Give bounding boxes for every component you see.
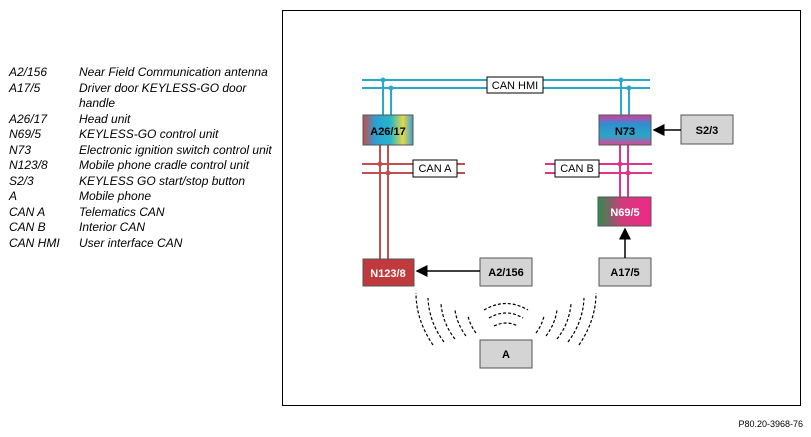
legend-desc: Mobile phone cradle control unit: [79, 158, 250, 172]
n69-5-label: N69/5: [610, 207, 639, 219]
legend-code: S2/3: [9, 173, 34, 188]
legend-code: A17/5: [9, 80, 41, 95]
can-a-label-box: [412, 159, 458, 178]
figure-reference: P80.20-3968-76: [738, 419, 803, 429]
component-a26-17: A26/17: [362, 114, 414, 146]
legend-desc: Telematics CAN: [79, 204, 165, 219]
legend-code: A26/17: [9, 111, 48, 126]
legend-row: CAN B Interior CAN: [9, 220, 274, 236]
legend-code: CAN B: [9, 220, 46, 234]
legend-code: CAN HMI: [9, 235, 60, 250]
a17-5-label: A17/5: [610, 267, 639, 279]
legend-row: A Mobile phone: [9, 189, 274, 205]
legend-desc: User interface CAN: [79, 235, 183, 250]
legend-code: N123/8: [9, 158, 48, 172]
can-hmi-label-box: [486, 76, 544, 94]
n73-label: N73: [615, 126, 635, 138]
legend-code: A: [9, 189, 18, 203]
component-a17-5: A17/5: [598, 257, 652, 287]
legend-row: N123/8 Mobile phone cradle control unit: [9, 158, 274, 174]
component-n73: N73: [598, 114, 652, 146]
legend: A2/156 Near Field Communication antenna A…: [9, 65, 274, 251]
legend-code: CAN A: [9, 204, 46, 219]
legend-desc: Near Field Communication antenna: [79, 65, 268, 79]
legend-desc: Head unit: [79, 111, 131, 126]
legend-desc: KEYLESS GO start/stop button: [79, 173, 246, 188]
component-n123-8: N123/8: [362, 258, 415, 287]
legend-row: N69/5 KEYLESS-GO control unit: [9, 127, 274, 143]
component-s2-3: S2/3: [680, 114, 734, 145]
can-b-label-box: [554, 159, 600, 178]
radio-waves-icon: [415, 292, 597, 346]
legend-code: N69/5: [9, 127, 42, 141]
component-a2-156: A2/156: [479, 257, 533, 287]
legend-desc: Electronic ignition switch control unit: [79, 142, 272, 157]
legend-row: A17/5 Driver door KEYLESS-GO door handle: [9, 81, 274, 112]
legend-row: N73 Electronic ignition switch control un…: [9, 143, 274, 159]
n123-8-label: N123/8: [370, 268, 405, 280]
phone-label: A: [502, 349, 510, 361]
legend-code: A2/156: [9, 65, 48, 79]
legend-row: S2/3 KEYLESS GO start/stop button: [9, 174, 274, 190]
legend-desc: Driver door KEYLESS-GO door handle: [79, 80, 247, 111]
legend-code: N73: [9, 142, 32, 157]
legend-row: CAN HMI User interface CAN: [9, 236, 274, 252]
legend-desc: Mobile phone: [79, 189, 152, 203]
component-mobile-phone: A: [479, 339, 533, 369]
legend-row: A2/156 Near Field Communication antenna: [9, 65, 274, 81]
s2-3-label: S2/3: [696, 125, 719, 137]
legend-row: CAN A Telematics CAN: [9, 205, 274, 221]
component-n69-5: N69/5: [597, 196, 652, 227]
legend-row: A26/17 Head unit: [9, 112, 274, 128]
diagram-frame: [282, 10, 801, 406]
legend-desc: KEYLESS-GO control unit: [79, 127, 219, 141]
legend-desc: Interior CAN: [79, 220, 146, 234]
can-a-label: CAN A: [418, 163, 452, 175]
a26-17-label: A26/17: [370, 126, 405, 138]
a2-156-label: A2/156: [488, 267, 523, 279]
can-hmi-label: CAN HMI: [492, 80, 538, 92]
can-b-label: CAN B: [560, 163, 594, 175]
